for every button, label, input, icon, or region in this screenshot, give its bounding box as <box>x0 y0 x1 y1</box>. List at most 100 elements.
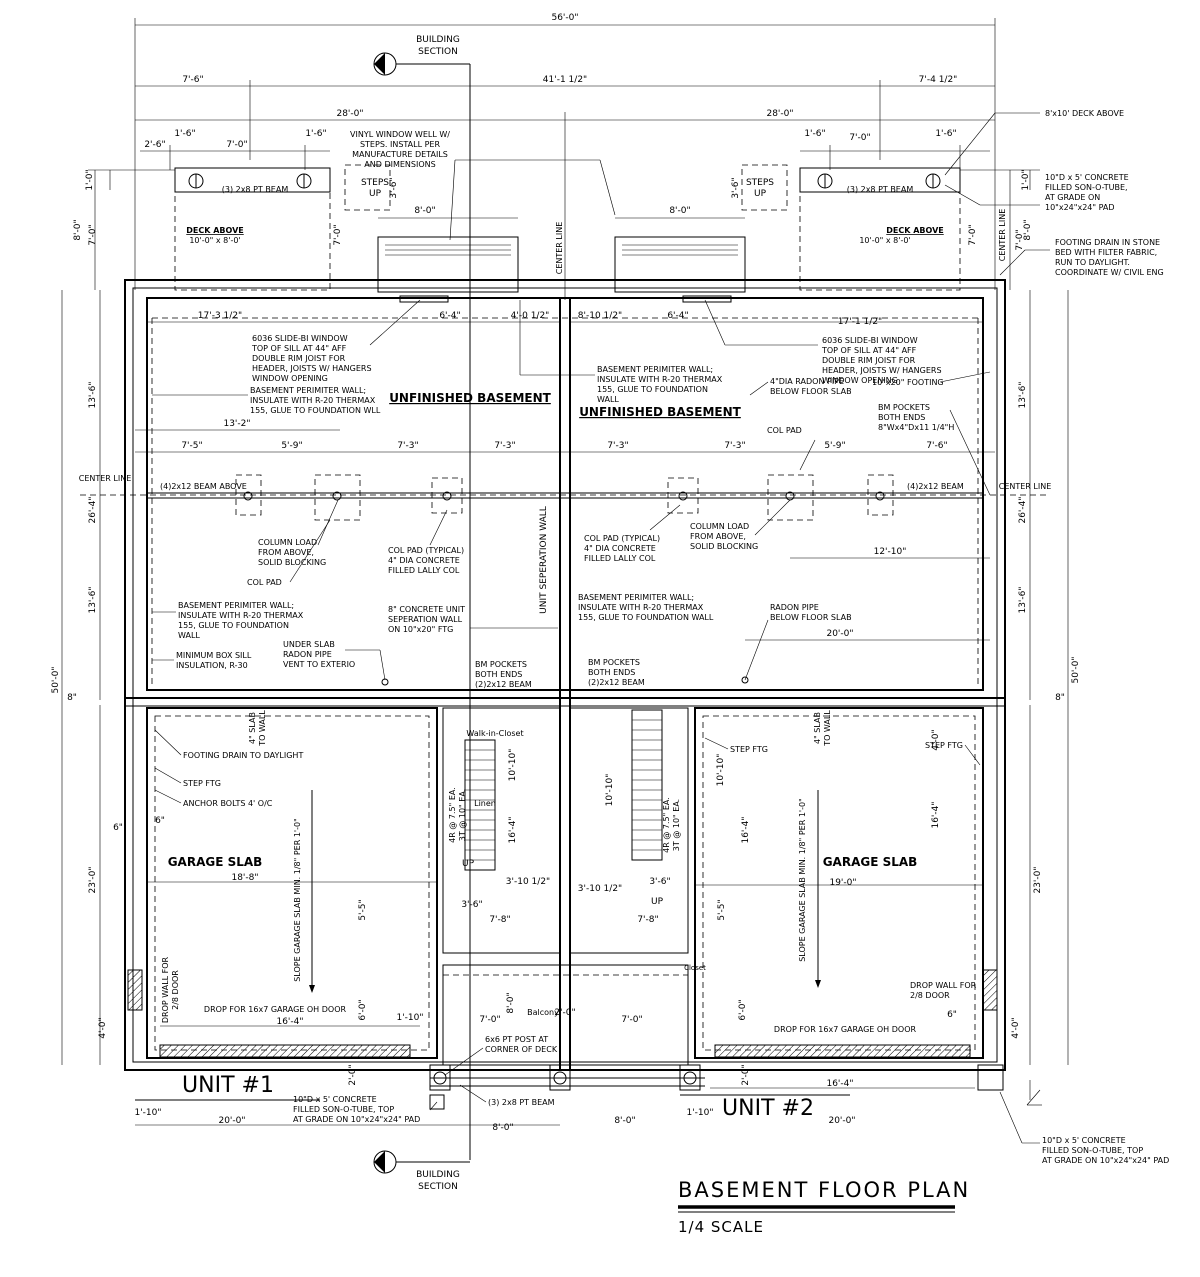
beam-line: (4)2x12 BEAM ABOVE (4)2x12 BEAM <box>147 474 983 521</box>
garage-notes: FOOTING DRAIN TO DAYLIGHT STEP FTG ANCHO… <box>154 710 981 1034</box>
svg-text:50'-0": 50'-0" <box>1071 656 1081 683</box>
svg-text:FOOTING DRAIN IN STONE: FOOTING DRAIN IN STONE <box>1055 238 1160 247</box>
svg-text:TOP OF SILL AT 44" AFF: TOP OF SILL AT 44" AFF <box>821 346 917 355</box>
svg-text:SEPERATION WALL: SEPERATION WALL <box>388 615 463 624</box>
note-footing-10x20: 10"x20" FOOTING <box>872 371 991 387</box>
dim-half-left: 28'-0" <box>336 109 363 119</box>
dim-left-outer: 7'-6" <box>182 75 203 85</box>
note-col-load-r: COLUMN LOAD FROM ABOVE, SOLID BLOCKING <box>690 499 791 551</box>
svg-text:6036 SLIDE-BI WINDOW: 6036 SLIDE-BI WINDOW <box>822 336 918 345</box>
dim-deck-l-d: 1'-6" <box>305 129 326 139</box>
note-perimeter-r2: BASEMENT PERIMITER WALL; INSULATE WITH R… <box>578 593 714 622</box>
note-unit-sep-wall: 8" CONCRETE UNIT SEPERATION WALL ON 10"x… <box>388 605 558 634</box>
note-bm-pockets-r: BM POCKETS BOTH ENDS 8"Wx4"Dx11 1/4"H <box>878 403 991 496</box>
note-col-pad-r: COL PAD <box>767 426 816 471</box>
svg-text:AT GRADE ON 10"x24"x24" PAD: AT GRADE ON 10"x24"x24" PAD <box>293 1115 420 1124</box>
svg-text:8'-0": 8'-0" <box>614 1116 635 1126</box>
svg-text:8'x10' DECK ABOVE: 8'x10' DECK ABOVE <box>1045 109 1124 118</box>
side-dims-upper: 8'-0" 7'-0" 1'-0" 8'-0" 7'-0" 1'-0" 7'-0… <box>73 169 1040 290</box>
note-sono-bottom-left: 10"D x 5' CONCRETE FILLED SON-O-TUBE, TO… <box>293 1095 438 1124</box>
svg-text:WINDOW OPENING: WINDOW OPENING <box>822 376 898 385</box>
note-col-pad-l: COL PAD <box>247 519 331 587</box>
svg-text:17'-3 1/2": 17'-3 1/2" <box>198 311 242 321</box>
svg-text:2/8 DOOR: 2/8 DOOR <box>910 991 950 1000</box>
svg-text:WINDOW OPENING: WINDOW OPENING <box>252 374 328 383</box>
svg-text:4" SLAB: 4" SLAB <box>248 712 257 744</box>
svg-text:8" CONCRETE UNIT: 8" CONCRETE UNIT <box>388 605 465 614</box>
svg-text:3'-10 1/2": 3'-10 1/2" <box>506 877 550 887</box>
note-bm-pockets-l: BM POCKETS BOTH ENDS (2)2x12 BEAM <box>475 660 532 689</box>
svg-text:16'-4": 16'-4" <box>931 801 941 828</box>
svg-text:7'-6": 7'-6" <box>926 441 947 451</box>
svg-text:COL PAD: COL PAD <box>247 578 282 587</box>
svg-text:7'-8": 7'-8" <box>637 915 658 925</box>
room-linen: Linen <box>474 799 496 808</box>
svg-text:AND DIMENSIONS: AND DIMENSIONS <box>364 160 435 169</box>
deck-left-label: DECK ABOVE <box>186 226 244 235</box>
svg-text:8"Wx4"Dx11 1/4"H: 8"Wx4"Dx11 1/4"H <box>878 423 954 432</box>
svg-text:3'-10 1/2": 3'-10 1/2" <box>578 884 622 894</box>
svg-text:STEP FTG: STEP FTG <box>183 779 221 788</box>
building-section-marker-bottom: BUILDING SECTION <box>373 1150 470 1192</box>
svg-text:8'-0": 8'-0" <box>1023 219 1033 240</box>
svg-text:CORNER OF DECK: CORNER OF DECK <box>485 1045 558 1054</box>
unit-separation-wall-label: UNIT SEPERATION WALL <box>539 506 549 614</box>
unit-1-label: UNIT #1 <box>182 1073 274 1098</box>
building-section-marker-top: BUILDING SECTION <box>373 35 471 1160</box>
svg-text:COL PAD: COL PAD <box>767 426 802 435</box>
steps-up-r-1: STEPS <box>746 178 774 188</box>
svg-text:4R @ 7.5" EA.: 4R @ 7.5" EA. <box>662 797 671 853</box>
svg-text:BASEMENT PERIMITER WALL;: BASEMENT PERIMITER WALL; <box>178 601 294 610</box>
deck-left-size: 10'-0" x 8'-0' <box>189 236 240 245</box>
svg-text:(2)2x12 BEAM: (2)2x12 BEAM <box>475 680 532 689</box>
unit-labels: UNIT #1 UNIT #2 <box>135 1073 850 1121</box>
svg-text:(2)2x12 BEAM: (2)2x12 BEAM <box>588 678 645 687</box>
svg-text:4"DIA RADON PIPE: 4"DIA RADON PIPE <box>770 377 844 386</box>
room-closet: Closet <box>684 964 706 972</box>
room-garage-left: GARAGE SLAB <box>168 855 263 869</box>
svg-text:VINYL WINDOW WELL W/: VINYL WINDOW WELL W/ <box>350 130 450 139</box>
svg-text:3T @ 10" EA.: 3T @ 10" EA. <box>458 789 467 841</box>
svg-text:4" SLAB: 4" SLAB <box>813 712 822 744</box>
svg-text:6'-0": 6'-0" <box>738 999 748 1020</box>
svg-text:155, GLUE TO FOUNDATION WLL: 155, GLUE TO FOUNDATION WLL <box>250 406 381 415</box>
svg-text:WALL: WALL <box>178 631 200 640</box>
steps-36-r: 3'-6" <box>731 177 741 198</box>
svg-text:AT GRADE ON 10"x24"x24" PAD: AT GRADE ON 10"x24"x24" PAD <box>1042 1156 1169 1165</box>
svg-text:23'-0": 23'-0" <box>88 866 98 893</box>
svg-text:2/8 DOOR: 2/8 DOOR <box>171 970 180 1010</box>
svg-text:13'-6": 13'-6" <box>1018 381 1028 408</box>
garage-dims: 18'-8" 19'-0" 16'-4" 16'-4" 20'-0" 8'-0"… <box>113 729 983 1133</box>
drop-garage-right: DROP FOR 16x7 GARAGE OH DOOR <box>774 1025 917 1034</box>
svg-text:8'-10 1/2": 8'-10 1/2" <box>578 311 622 321</box>
note-col-pad-typ-l: COL PAD (TYPICAL) 4" DIA CONCRETE FILLED… <box>388 509 464 575</box>
svg-text:FILLED LALLY COL: FILLED LALLY COL <box>388 566 460 575</box>
svg-text:10"D x 5' CONCRETE: 10"D x 5' CONCRETE <box>293 1095 377 1104</box>
svg-text:7'-0": 7'-0" <box>333 224 343 245</box>
svg-text:UP: UP <box>651 897 664 907</box>
steps-up-l-2: UP <box>369 189 382 199</box>
svg-text:10'-10": 10'-10" <box>716 754 726 787</box>
svg-text:BM POCKETS: BM POCKETS <box>878 403 930 412</box>
svg-text:10"D x 5' CONCRETE: 10"D x 5' CONCRETE <box>1042 1136 1126 1145</box>
svg-text:6'-4": 6'-4" <box>439 311 460 321</box>
svg-text:6'-0": 6'-0" <box>358 999 368 1020</box>
center-line-top: CENTER LINE <box>555 222 564 275</box>
svg-text:BELOW FLOOR SLAB: BELOW FLOOR SLAB <box>770 613 852 622</box>
beam-right-label: (4)2x12 BEAM <box>907 482 964 491</box>
svg-text:BOTH ENDS: BOTH ENDS <box>475 670 522 679</box>
svg-text:SOLID BLOCKING: SOLID BLOCKING <box>690 542 758 551</box>
svg-text:STEPS. INSTALL PER: STEPS. INSTALL PER <box>360 140 441 149</box>
steps-36-l: 3'-6" <box>389 177 399 198</box>
svg-text:4" DIA CONCRETE: 4" DIA CONCRETE <box>388 556 460 565</box>
svg-text:BASEMENT PERIMITER WALL;: BASEMENT PERIMITER WALL; <box>597 365 713 374</box>
svg-text:COLUMN LOAD: COLUMN LOAD <box>690 522 749 531</box>
svg-text:12'-10": 12'-10" <box>874 547 907 557</box>
svg-text:UNDER SLAB: UNDER SLAB <box>283 640 335 649</box>
note-perimeter-c: BASEMENT PERIMITER WALL; INSULATE WITH R… <box>519 300 723 404</box>
room-garage-right: GARAGE SLAB <box>823 855 918 869</box>
svg-text:10'-10": 10'-10" <box>508 749 518 782</box>
svg-text:10'-10": 10'-10" <box>605 774 615 807</box>
svg-text:TO WALL: TO WALL <box>258 710 267 747</box>
